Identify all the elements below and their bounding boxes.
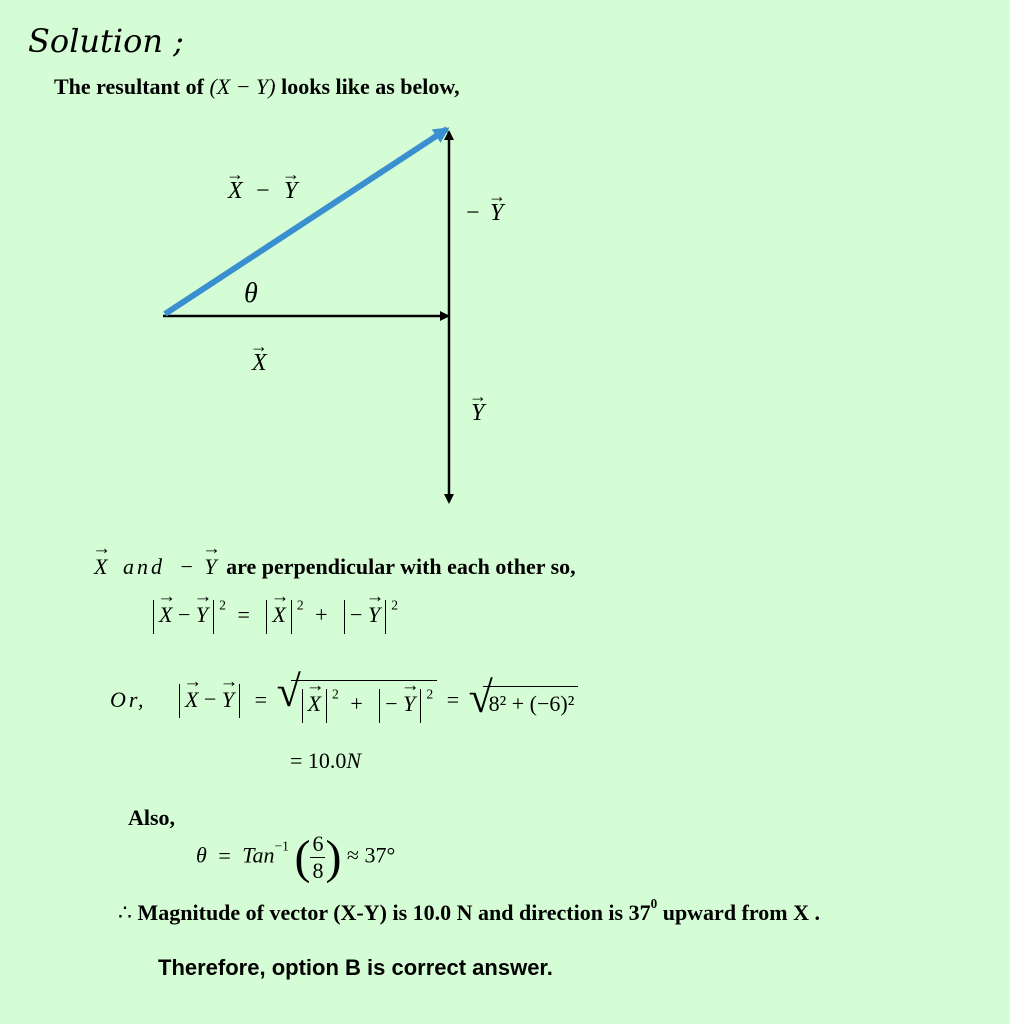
- abs-bar: [420, 688, 422, 723]
- abs-bar: [326, 688, 328, 723]
- stmt-and: and: [122, 554, 165, 579]
- eq3-unit: N: [346, 748, 362, 773]
- radical-sign: √: [468, 672, 493, 722]
- abs-bar: [213, 599, 215, 634]
- sqrt-2: √8² + (−6)²: [469, 675, 579, 719]
- stmt-y: Y: [204, 548, 216, 580]
- eq2-lhs-y: Y: [222, 681, 234, 713]
- label-minus-y-sign: −: [466, 200, 486, 226]
- equation-3: = 10.0N: [290, 748, 361, 774]
- abs-bar: [179, 684, 181, 719]
- label-resultant-y-arrow: →: [282, 164, 300, 184]
- eq4-num: 6: [310, 831, 326, 858]
- eq3-equals: =: [290, 748, 303, 773]
- label-resultant-y: Y: [284, 178, 300, 204]
- equation-2: Or, X − Y = √ X2 + − Y2 = √8² + (−6)²: [110, 670, 579, 723]
- label-minus-y-arrow: →: [488, 186, 506, 206]
- conclusion-line: ∴ Magnitude of vector (X-Y) is 10.0 N an…: [118, 896, 820, 926]
- label-x-arrow: →: [250, 336, 268, 356]
- eq1-lhs-x: X: [159, 596, 172, 628]
- eq2-exp: 2: [426, 686, 434, 702]
- eq2-exp: 2: [332, 686, 339, 702]
- abs-bar: [301, 688, 303, 723]
- abs-bar: [153, 599, 154, 634]
- eq4-equals: =: [218, 842, 231, 868]
- abs-bar: [379, 688, 381, 723]
- eq2-r2-y: Y: [403, 685, 415, 717]
- solution-heading: Solution ;: [28, 22, 184, 60]
- left-paren: (: [294, 831, 311, 884]
- eq2-numeric: 8² + (−6)²: [482, 685, 579, 717]
- eq2-plus: +: [350, 691, 363, 716]
- conclusion-text-after: upward from X .: [657, 899, 820, 925]
- sqrt-1: √ X2 + − Y2: [277, 670, 438, 723]
- intro-text-after: looks like as below,: [281, 74, 460, 99]
- intro-expr: (X − Y): [209, 74, 276, 99]
- right-paren: ): [325, 831, 342, 884]
- eq1-exp: 2: [391, 597, 399, 613]
- eq1-equals: =: [237, 602, 250, 627]
- eq2-equals: =: [254, 686, 268, 712]
- therefore-symbol: ∴: [118, 899, 132, 925]
- answer-line: Therefore, option B is correct answer.: [158, 955, 553, 980]
- label-x: X: [251, 350, 268, 376]
- abs-bar: [290, 599, 292, 634]
- abs-bar: [385, 599, 387, 634]
- intro-text-before: The resultant of: [54, 74, 204, 99]
- label-y: Y: [471, 400, 487, 426]
- eq4-func-exp: −1: [274, 838, 289, 854]
- eq2-equals-2: =: [446, 686, 460, 712]
- eq4-theta: θ: [196, 842, 207, 868]
- eq1-lhs-y: Y: [196, 596, 208, 628]
- eq4-approx: ≈ 37°: [346, 842, 396, 868]
- intro-line: The resultant of (X − Y) looks like as b…: [54, 74, 460, 100]
- eq1-lhs-minus: −: [177, 602, 191, 627]
- label-resultant-x: X: [227, 178, 244, 204]
- eq1-r1-x: X: [272, 596, 285, 628]
- eq2-prefix: Or,: [110, 686, 147, 712]
- eq2-lhs-minus: −: [203, 686, 217, 712]
- label-resultant-minus: −: [250, 178, 276, 204]
- vector-diagram: X → − Y → − Y → θ X → Y →: [163, 126, 506, 504]
- abs-bar: [344, 599, 346, 634]
- eq1-exp: 2: [219, 597, 226, 613]
- label-y-arrow: →: [469, 386, 487, 406]
- radical-sign: √: [276, 667, 301, 716]
- perpendicular-statement: X and − Y are perpendicular with each ot…: [94, 548, 576, 580]
- eq1-exp: 2: [296, 597, 304, 613]
- label-minus-y: Y: [490, 200, 506, 226]
- stmt-x: X: [94, 548, 107, 580]
- label-theta: θ: [244, 278, 258, 309]
- eq1-plus: +: [315, 602, 328, 627]
- stmt-minus: −: [180, 554, 193, 579]
- eq3-value: 10.0: [307, 748, 347, 773]
- abs-bar: [266, 599, 268, 634]
- also-label: Also,: [128, 805, 176, 830]
- equation-1: X − Y2 = X2 + − Y2: [148, 596, 398, 634]
- abs-bar: [239, 684, 241, 719]
- stmt-text: are perpendicular with each other so,: [226, 554, 576, 579]
- eq4-den: 8: [312, 858, 324, 883]
- conclusion-text-before: Magnitude of vector (X-Y) is 10.0 N and …: [137, 899, 651, 925]
- label-resultant-x-arrow: →: [226, 164, 244, 184]
- resultant-vector-arrow: [163, 126, 450, 317]
- conclusion-degree: 0: [650, 896, 658, 911]
- eq2-lhs-x: X: [185, 681, 198, 713]
- eq4-func: Tan: [242, 842, 275, 868]
- eq2-r2-minus: −: [385, 691, 398, 716]
- eq1-r2-minus: −: [350, 602, 363, 627]
- eq1-r2-y: Y: [368, 596, 380, 628]
- eq2-r1-x: X: [308, 685, 321, 717]
